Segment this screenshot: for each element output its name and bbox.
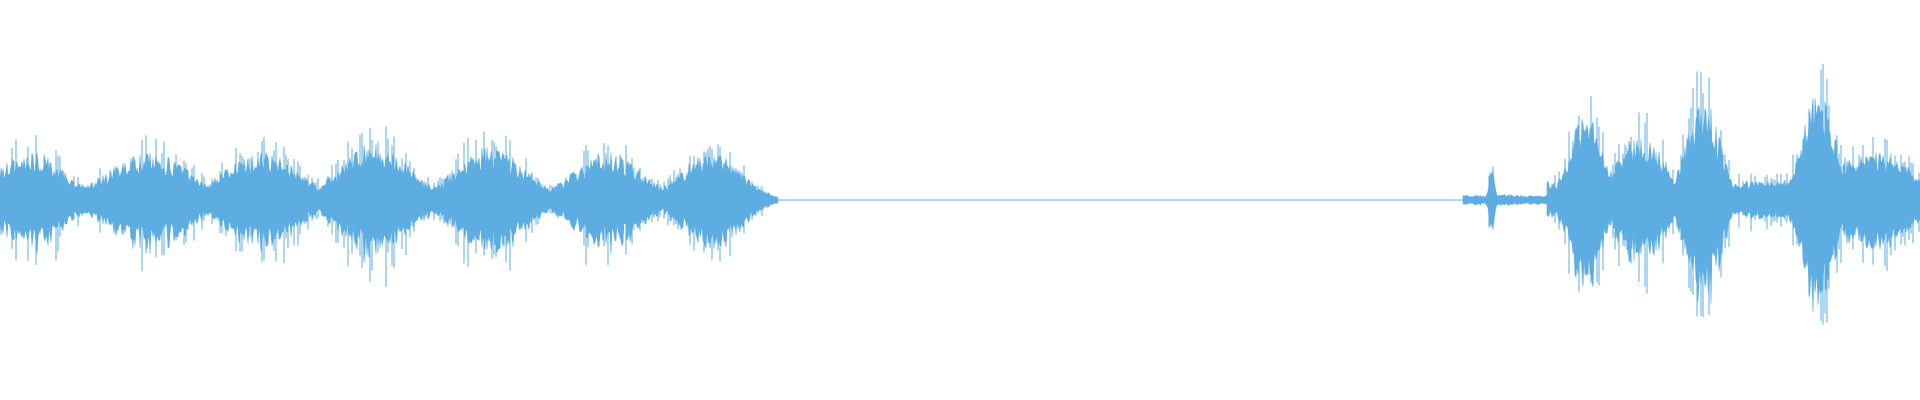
waveform-segment [1546, 63, 1920, 325]
waveform-body [0, 144, 779, 263]
waveform-body [1462, 170, 1549, 228]
waveform-segment [0, 126, 779, 287]
waveform-segment [1462, 166, 1549, 230]
